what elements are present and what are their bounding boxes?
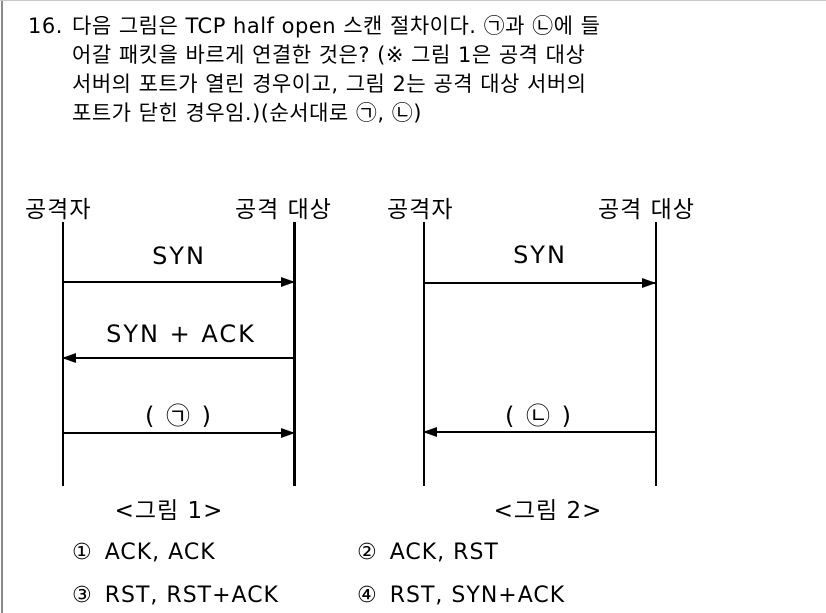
figure-2-caption: <그림 2> (493, 498, 603, 524)
option-3: ③ RST, RST+ACK (72, 583, 279, 608)
option-1-marker: ① (72, 540, 92, 565)
option-4: ④ RST, SYN+ACK (357, 583, 565, 608)
option-1-text: ACK, ACK (104, 540, 216, 565)
question-text-line: 서버의 포트가 열린 경우이고, 그림 2는 공격 대상 서버의 (72, 72, 587, 96)
message-label-blank-1: ( ㉠ ) (145, 402, 213, 430)
option-1: ① ACK, ACK (72, 540, 216, 565)
option-4-text: RST, SYN+ACK (389, 583, 566, 608)
arrow-right-icon (63, 432, 294, 434)
option-3-marker: ③ (72, 583, 92, 608)
actor-attacker: 공격자 (25, 197, 92, 223)
question-text-line: 포트가 닫힌 경우임.)(순서대로 ㉠, ㉡) (72, 101, 422, 125)
cell-border-top (0, 0, 826, 1)
arrow-right-icon (63, 281, 294, 283)
arrow-left-icon (424, 431, 655, 433)
question-text-line: 다음 그림은 TCP half open 스캔 절차이다. ㉠과 ㉡에 들 (72, 14, 601, 38)
question-text-line: 어갈 패킷을 바르게 연결한 것은? (※ 그림 1은 공격 대상 (72, 43, 586, 67)
actor-attacker: 공격자 (387, 197, 454, 223)
arrow-right-icon (424, 282, 655, 284)
lifeline-attacker (423, 222, 425, 486)
message-label-syn-ack: SYN + ACK (106, 320, 256, 348)
actor-target: 공격 대상 (598, 197, 695, 223)
lifeline-target (655, 222, 657, 486)
option-2-marker: ② (357, 540, 377, 565)
question-number: 16. (28, 14, 63, 38)
question-block: 16. 다음 그림은 TCP half open 스캔 절차이다. ㉠과 ㉡에 … (28, 12, 788, 128)
option-2-text: ACK, RST (389, 540, 499, 565)
lifeline-target (293, 222, 296, 486)
figure-1-caption: <그림 1> (114, 498, 224, 524)
message-label-syn: SYN (152, 242, 206, 270)
option-4-marker: ④ (357, 583, 377, 608)
option-3-text: RST, RST+ACK (104, 583, 279, 608)
question-text: 다음 그림은 TCP half open 스캔 절차이다. ㉠과 ㉡에 들 어갈… (72, 12, 788, 128)
cell-border-left (1, 0, 3, 613)
message-label-blank-2: ( ㉡ ) (505, 402, 573, 430)
arrow-left-icon (63, 357, 294, 359)
actor-target: 공격 대상 (235, 197, 332, 223)
message-label-syn: SYN (513, 241, 567, 269)
option-2: ② ACK, RST (357, 540, 499, 565)
